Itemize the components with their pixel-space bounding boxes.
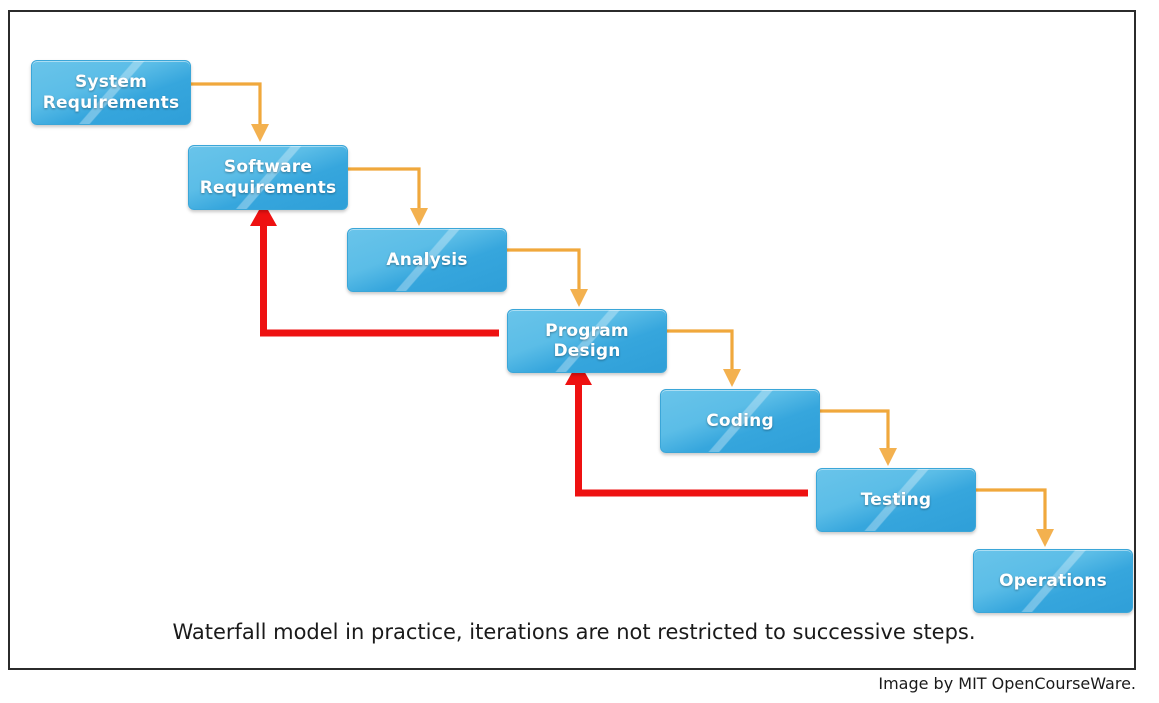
stage-box-program-design[interactable]: Program Design: [507, 309, 667, 373]
stage-label-software-requirements: Software Requirements: [199, 157, 337, 198]
stage-label-analysis: Analysis: [386, 249, 468, 270]
stage-box-testing[interactable]: Testing: [816, 468, 976, 532]
figure-frame: System Requirements Software Requirement…: [8, 10, 1136, 670]
stage-label-testing: Testing: [860, 489, 932, 510]
forward-arrow-testing-to-operations: [968, 488, 1054, 547]
waterfall-diagram: System Requirements Software Requirement…: [10, 12, 1138, 672]
figure-attribution: Image by MIT OpenCourseWare.: [878, 674, 1136, 693]
stage-box-system-requirements[interactable]: System Requirements: [31, 60, 191, 125]
stage-label-operations: Operations: [999, 570, 1107, 591]
stage-label-system-requirements: System Requirements: [42, 72, 180, 113]
stage-label-coding: Coding: [706, 410, 774, 431]
forward-arrow-software-to-analysis: [340, 167, 428, 226]
forward-arrow-coding-to-testing: [812, 409, 897, 466]
stage-box-coding[interactable]: Coding: [660, 389, 820, 453]
forward-arrow-design-to-coding: [659, 329, 741, 387]
forward-arrow-system-to-software: [183, 82, 269, 142]
stage-box-analysis[interactable]: Analysis: [347, 228, 507, 292]
forward-arrow-analysis-to-design: [499, 248, 588, 307]
stage-box-software-requirements[interactable]: Software Requirements: [188, 145, 348, 210]
stage-box-operations[interactable]: Operations: [973, 549, 1133, 613]
figure-caption: Waterfall model in practice, iterations …: [172, 620, 976, 644]
stage-label-program-design: Program Design: [545, 320, 629, 361]
